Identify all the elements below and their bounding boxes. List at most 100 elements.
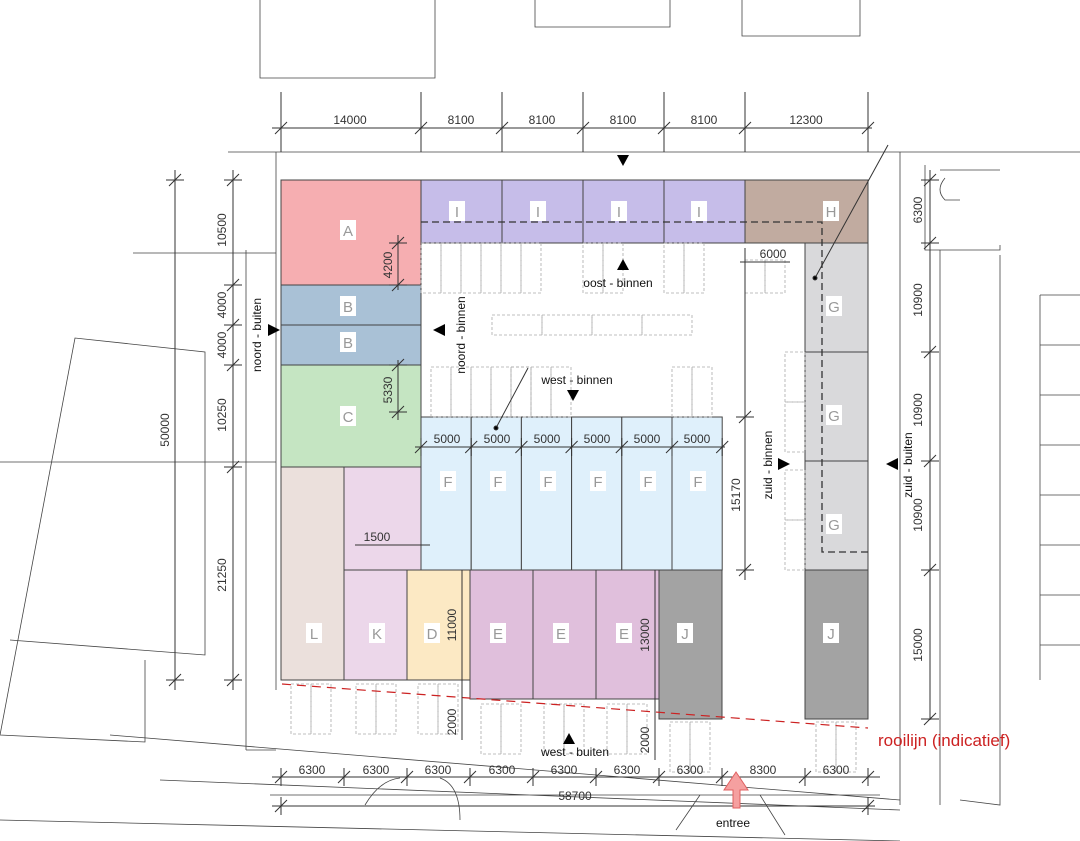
parking-space	[835, 721, 857, 773]
block-label: E	[493, 626, 503, 643]
parking-spaces	[290, 242, 857, 773]
block-label-bg	[490, 471, 506, 491]
dashed-outline	[421, 221, 868, 553]
block-label: I	[697, 204, 701, 221]
dim-f-width: 5000	[584, 432, 611, 446]
block-k	[343, 466, 422, 571]
dim-f-width: 5000	[684, 432, 711, 446]
block-label: I	[455, 204, 459, 221]
block-l	[280, 466, 345, 681]
block-label-bg	[369, 623, 385, 643]
dim-right: 10900	[911, 283, 925, 317]
dim-inner: 11000	[445, 608, 459, 641]
block-label: J	[681, 626, 689, 643]
dim-bottom: 6300	[823, 763, 850, 777]
dim-inner: 1500	[364, 530, 391, 544]
block-label-bg	[826, 405, 842, 425]
block-label-bg	[616, 623, 632, 643]
block-label-bg	[590, 471, 606, 491]
dim-inner: 6000	[760, 247, 787, 261]
parking-space	[784, 401, 806, 453]
arrow-noord-binnen	[433, 324, 445, 336]
direction-arrows	[268, 155, 898, 744]
dim-left: 4000	[215, 331, 229, 358]
block-label: L	[310, 626, 318, 643]
block-label-bg	[540, 471, 556, 491]
block-label-bg	[823, 201, 839, 221]
block-label-bg	[530, 201, 546, 221]
dim-bottom: 6300	[614, 763, 641, 777]
dim-left: 4000	[215, 291, 229, 318]
parking-space	[470, 366, 492, 418]
arrow-west-buiten	[563, 733, 575, 744]
block-label-bg	[440, 471, 456, 491]
parking-space	[563, 703, 585, 755]
dim-right: 6300	[911, 196, 925, 223]
dim-right: 15000	[911, 628, 925, 662]
dim-f-width: 5000	[434, 432, 461, 446]
dim-inner: 2000	[638, 726, 652, 753]
parking-space	[784, 469, 806, 521]
arrow-zuid-buiten	[886, 458, 898, 470]
parking-space	[355, 683, 377, 735]
parking-space	[490, 366, 512, 418]
rooilijn-line	[281, 683, 869, 729]
block-label-bg	[424, 623, 440, 643]
parking-space	[480, 703, 502, 755]
label-noord-binnen: noord - binnen	[454, 296, 468, 373]
dim-right: 10900	[911, 498, 925, 532]
parking-space	[626, 703, 648, 755]
entree-arrow-icon	[723, 771, 749, 809]
arrow-oost-binnen	[617, 259, 629, 270]
parking-space	[480, 242, 502, 294]
block-label: G	[828, 517, 840, 534]
dim-bottom: 6300	[677, 763, 704, 777]
block-label-bg	[340, 296, 356, 316]
dim-bottom-total: 58700	[558, 789, 592, 803]
dim-bottom: 8300	[750, 763, 777, 777]
dim-top: 8100	[610, 113, 637, 127]
dimension-lines	[166, 92, 939, 815]
dim-bottom: 6300	[299, 763, 326, 777]
arrow-zuid-binnen	[778, 458, 790, 470]
dim-top: 12300	[789, 113, 823, 127]
block-label: H	[826, 204, 837, 221]
dim-top: 8100	[529, 113, 556, 127]
block-label: J	[827, 626, 835, 643]
parking-space	[520, 242, 542, 294]
dim-bottom: 6300	[489, 763, 516, 777]
block-label-bg	[823, 623, 839, 643]
block-label: A	[343, 223, 353, 240]
block-label-bg	[611, 201, 627, 221]
block-label: F	[593, 474, 602, 491]
arrow-noord-buiten	[268, 324, 280, 336]
block-label-bg	[490, 623, 506, 643]
label-west-binnen: west - binnen	[540, 373, 612, 387]
dim-inner: 13000	[638, 618, 652, 652]
block-label: B	[343, 335, 353, 352]
block-label-bg	[690, 471, 706, 491]
parking-space	[491, 314, 543, 336]
parking-space	[784, 519, 806, 571]
parking-space	[764, 259, 786, 294]
dim-bottom: 6300	[425, 763, 452, 777]
parking-space	[290, 683, 312, 735]
block-label: G	[828, 299, 840, 316]
arrow-top	[617, 155, 629, 166]
dim-f-width: 5000	[484, 432, 511, 446]
block-label: D	[427, 626, 438, 643]
dim-top: 8100	[691, 113, 718, 127]
dim-left-total: 50000	[158, 413, 172, 447]
dim-f-width: 5000	[534, 432, 561, 446]
label-entree: entree	[716, 816, 750, 830]
dim-bottom: 6300	[551, 763, 578, 777]
block-f	[520, 416, 573, 571]
block-label: F	[643, 474, 652, 491]
parking-space	[417, 683, 439, 735]
label-oost-binnen: oost - binnen	[583, 276, 652, 290]
dim-right: 10900	[911, 393, 925, 427]
parking-space	[591, 314, 643, 336]
